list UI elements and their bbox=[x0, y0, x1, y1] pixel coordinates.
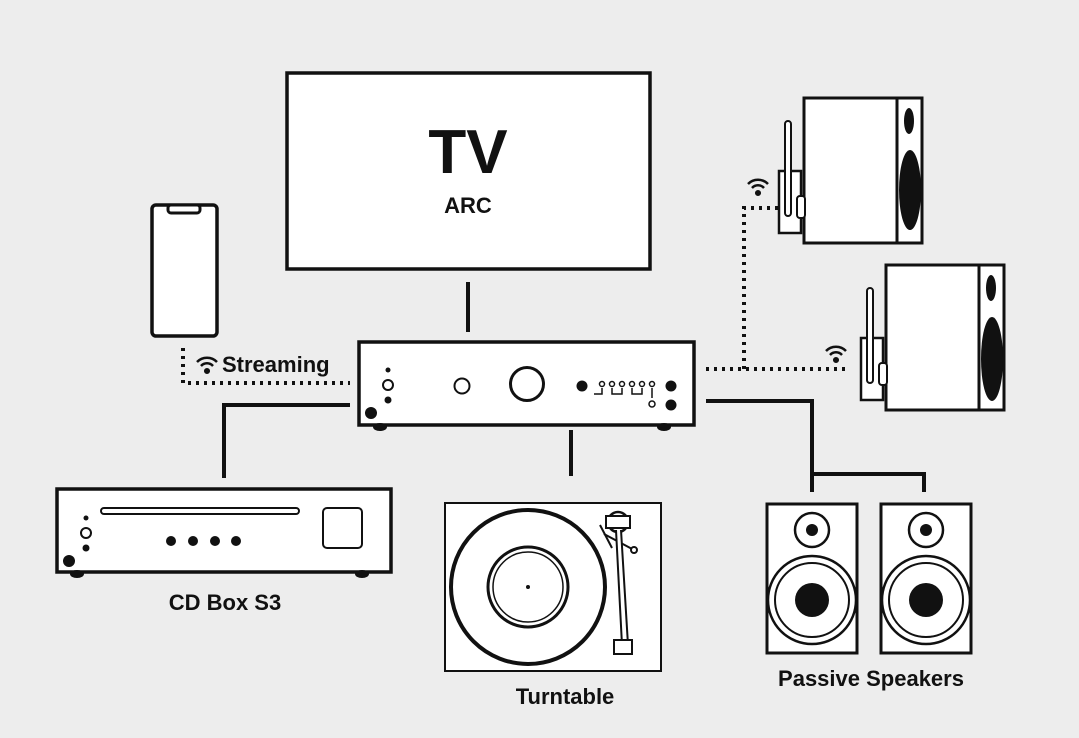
passive-speakers-label: Passive Speakers bbox=[778, 666, 964, 691]
wired-connections bbox=[222, 282, 926, 492]
tv-title: TV bbox=[428, 118, 508, 187]
phone-icon bbox=[150, 203, 219, 338]
turntable-icon bbox=[444, 502, 662, 672]
tv-screen bbox=[285, 71, 652, 271]
wireless-connections bbox=[181, 206, 850, 385]
wireless-speaker-icon bbox=[747, 96, 924, 245]
tv-subtitle: ARC bbox=[444, 193, 492, 218]
passive-speaker-icon bbox=[765, 502, 859, 655]
passive-speaker-icon bbox=[879, 502, 973, 655]
amplifier-icon bbox=[357, 340, 696, 431]
cd-player-label: CD Box S3 bbox=[168, 590, 282, 615]
wifi-icon bbox=[196, 356, 218, 375]
cd-player-icon bbox=[55, 487, 393, 578]
turntable-label: Turntable bbox=[515, 684, 615, 709]
streaming-label: Streaming bbox=[222, 352, 330, 377]
wireless-speaker-icon bbox=[825, 263, 1006, 412]
